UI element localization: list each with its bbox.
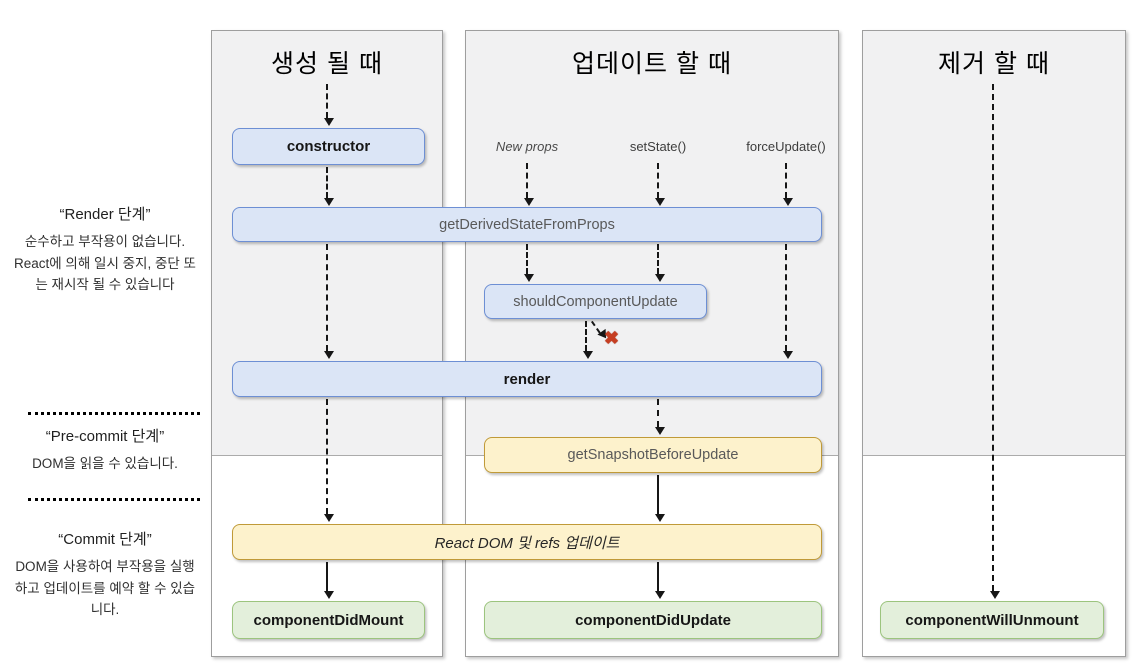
box-render: render — [232, 361, 822, 397]
note-commit-phase: “Commit 단계” DOM을 사용하여 부작용을 실행하고 업데이트를 예약… — [10, 528, 200, 621]
arrow-render-to-gsbu — [655, 399, 665, 435]
column-title-unmount: 제거 할 때 — [938, 50, 1050, 78]
phase-separator-bottom — [28, 498, 200, 501]
render-phase-zone-unmount — [863, 31, 1125, 456]
arrow-gdsfp-to-scu-right — [655, 244, 665, 282]
arrow-reactdom-to-cdm — [324, 562, 334, 599]
arrow-constructor-to-gdsfp — [324, 167, 334, 206]
phase-separator-top — [28, 412, 200, 415]
skip-update-cross-icon: ✖ — [604, 328, 620, 348]
arrow-scu-to-render — [583, 321, 593, 359]
arrow-gdsfp-to-render-mount — [324, 244, 334, 359]
arrow-mount-to-constructor — [324, 84, 334, 126]
arrow-reactdom-to-cdu — [655, 562, 665, 599]
arrow-render-to-reactdom-mount — [324, 399, 334, 522]
note-render-phase: “Render 단계” 순수하고 부작용이 없습니다. React에 의해 일시… — [10, 203, 200, 296]
precommit-phase-description: DOM을 읽을 수 있습니다. — [32, 456, 178, 471]
panel-unmount: 제거 할 때 — [862, 30, 1126, 657]
arrow-newprops-to-gdsfp — [524, 163, 534, 206]
arrow-forceupdate-to-render — [783, 244, 793, 359]
commit-phase-title: “Commit 단계” — [58, 531, 152, 548]
precommit-phase-title: “Pre-commit 단계” — [45, 428, 165, 445]
box-constructor: constructor — [232, 128, 425, 165]
box-get-derived-state-from-props: getDerivedStateFromProps — [232, 207, 822, 242]
commit-phase-description: DOM을 사용하여 부작용을 실행하고 업데이트를 예약 할 수 있습니다. — [14, 559, 196, 618]
arrow-gsbu-to-reactdom — [655, 475, 665, 522]
box-should-component-update: shouldComponentUpdate — [484, 284, 707, 319]
box-component-did-update: componentDidUpdate — [484, 601, 822, 639]
panel-update: 업데이트 할 때 — [465, 30, 839, 657]
arrow-forceupdate-to-gdsfp — [783, 163, 793, 206]
box-get-snapshot-before-update: getSnapshotBeforeUpdate — [484, 437, 822, 473]
render-phase-description: 순수하고 부작용이 없습니다. React에 의해 일시 중지, 중단 또는 재… — [14, 234, 196, 293]
render-phase-title: “Render 단계” — [59, 206, 151, 223]
box-component-did-mount: componentDidMount — [232, 601, 425, 639]
trigger-force-update: forceUpdate() — [746, 139, 826, 154]
column-title-mount: 생성 될 때 — [271, 50, 383, 78]
box-react-dom-update: React DOM 및 refs 업데이트 — [232, 524, 822, 560]
note-precommit-phase: “Pre-commit 단계” DOM을 읽을 수 있습니다. — [10, 425, 200, 475]
arrow-setstate-to-gdsfp — [655, 163, 665, 206]
arrow-gdsfp-to-scu-left — [524, 244, 534, 282]
column-title-update: 업데이트 할 때 — [572, 50, 732, 78]
trigger-new-props: New props — [495, 139, 559, 154]
trigger-set-state: setState() — [629, 139, 687, 154]
box-component-will-unmount: componentWillUnmount — [880, 601, 1104, 639]
arrow-unmount-to-cwu — [990, 84, 1000, 599]
